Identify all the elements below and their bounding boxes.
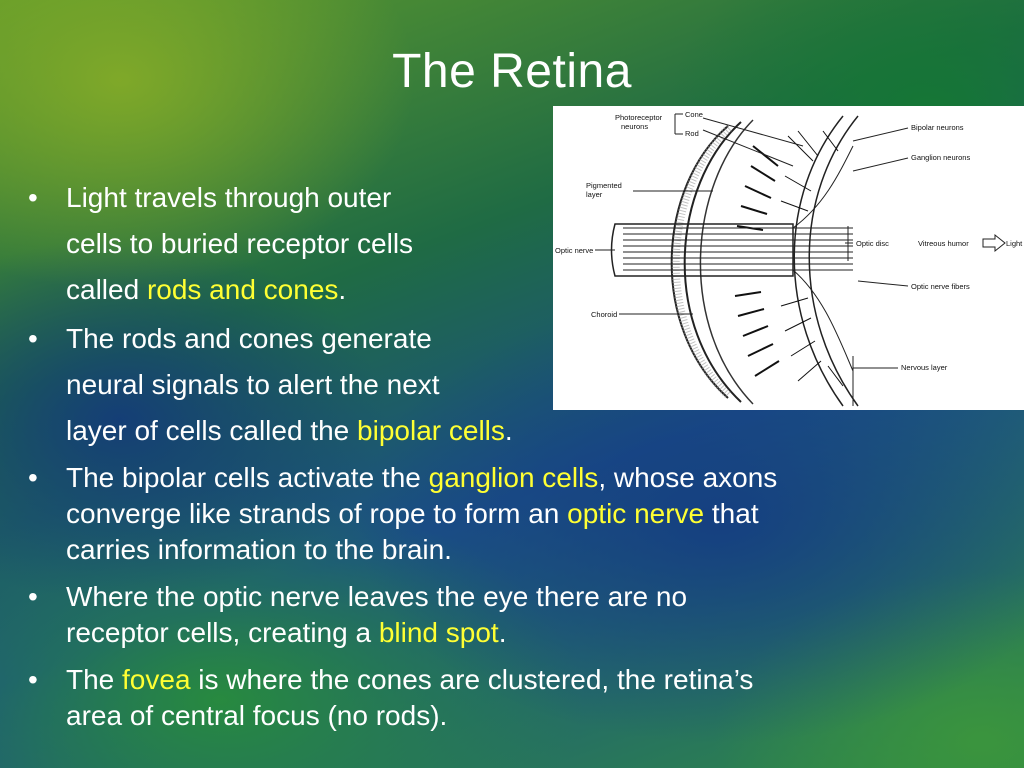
label-pigmented-2: layer (586, 190, 603, 199)
bullet-5-line-2: area of central focus (no rods). (66, 700, 448, 731)
bullet-2-line-2: neural signals to alert the next (66, 369, 440, 400)
bullet-marker: • (28, 182, 38, 213)
label-photoreceptor-2: neurons (621, 122, 648, 131)
bullet-2-line-3: layer of cells called the (66, 415, 358, 446)
label-bipolar: Bipolar neurons (911, 123, 964, 132)
bullet-marker: • (28, 323, 38, 354)
label-vitreous: Vitreous humor (918, 239, 969, 248)
slide-title: The Retina (392, 45, 632, 98)
label-nervous: Nervous layer (901, 363, 948, 372)
label-optic-disc: Optic disc (856, 239, 889, 248)
label-ganglion: Ganglion neurons (911, 153, 970, 162)
term-ganglion-cells: ganglion cells (428, 462, 599, 493)
label-optic-nerve: Optic nerve (555, 246, 593, 255)
label-rod: Rod (685, 129, 699, 138)
bullet-marker: • (28, 462, 38, 493)
retina-illustration: Photoreceptor neurons Cone Rod Bipolar n… (555, 110, 1023, 407)
label-optic-fibers: Optic nerve fibers (911, 282, 970, 291)
term-optic-nerve: optic nerve (567, 498, 705, 529)
label-cone: Cone (685, 110, 703, 119)
label-light: Light (1006, 239, 1023, 248)
label-pigmented-1: Pigmented (586, 181, 622, 190)
term-bipolar-cells: bipolar cells (357, 415, 505, 446)
bullet-marker: • (28, 581, 38, 612)
bullet-marker: • (28, 664, 38, 695)
bullet-3-line-3: carries information to the brain. (66, 534, 452, 565)
term-rods-and-cones: rods and cones (146, 274, 339, 305)
bullet-4-line-1: Where the optic nerve leaves the eye the… (66, 581, 688, 612)
bullet-1-line-3: called (66, 274, 147, 305)
label-photoreceptor-1: Photoreceptor (615, 113, 663, 122)
term-blind-spot: blind spot (378, 617, 499, 648)
bullet-1-line-1: Light travels through outer (66, 182, 392, 213)
bullet-2-line-1: The rods and cones generate (66, 323, 432, 354)
term-fovea: fovea (122, 664, 191, 695)
retina-diagram: Photoreceptor neurons Cone Rod Bipolar n… (553, 106, 1024, 410)
bullet-1-line-2: cells to buried receptor cells (66, 228, 414, 259)
label-choroid: Choroid (591, 310, 617, 319)
